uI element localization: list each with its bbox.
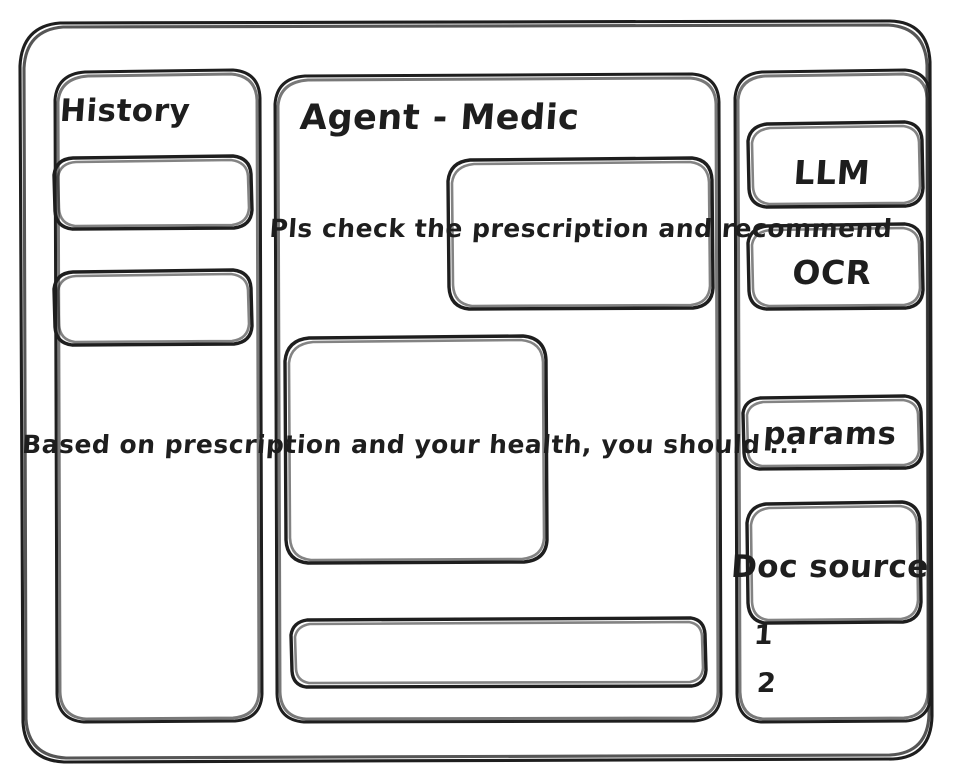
history-item-2[interactable] bbox=[55, 271, 252, 345]
tools-panel-outline bbox=[733, 68, 933, 724]
user-message-text: Pls check the prescription and recommend bbox=[268, 213, 894, 243]
assistant-message-outline bbox=[283, 334, 549, 565]
user-message-outline bbox=[446, 156, 715, 311]
doc-source-button[interactable]: Doc source bbox=[729, 549, 931, 585]
assistant-message-text: Based on prescription and your health, y… bbox=[21, 429, 801, 459]
params-button[interactable]: params bbox=[762, 416, 898, 452]
history-panel-title: History bbox=[58, 93, 192, 129]
agent-panel-outline bbox=[273, 72, 723, 724]
doc-source-item-1[interactable]: 1 bbox=[752, 620, 775, 651]
tool-ocr-outline bbox=[746, 222, 925, 311]
doc-source-item-2[interactable]: 2 bbox=[755, 668, 778, 699]
page-title: Agent - Medic bbox=[298, 98, 581, 138]
history-item-1[interactable] bbox=[55, 157, 252, 229]
doc-source-outline bbox=[745, 500, 923, 625]
history-item-2-outline bbox=[52, 268, 254, 347]
composer-input[interactable] bbox=[292, 619, 706, 687]
tool-params-outline bbox=[741, 394, 924, 471]
history-panel-outline bbox=[53, 68, 264, 724]
tool-button-llm[interactable]: LLM bbox=[792, 152, 872, 192]
tool-button-ocr[interactable]: OCR bbox=[791, 252, 873, 292]
history-item-1-outline bbox=[52, 154, 254, 231]
composer-outline bbox=[289, 616, 708, 689]
tool-llm-outline bbox=[746, 120, 925, 209]
window-frame bbox=[18, 19, 934, 764]
